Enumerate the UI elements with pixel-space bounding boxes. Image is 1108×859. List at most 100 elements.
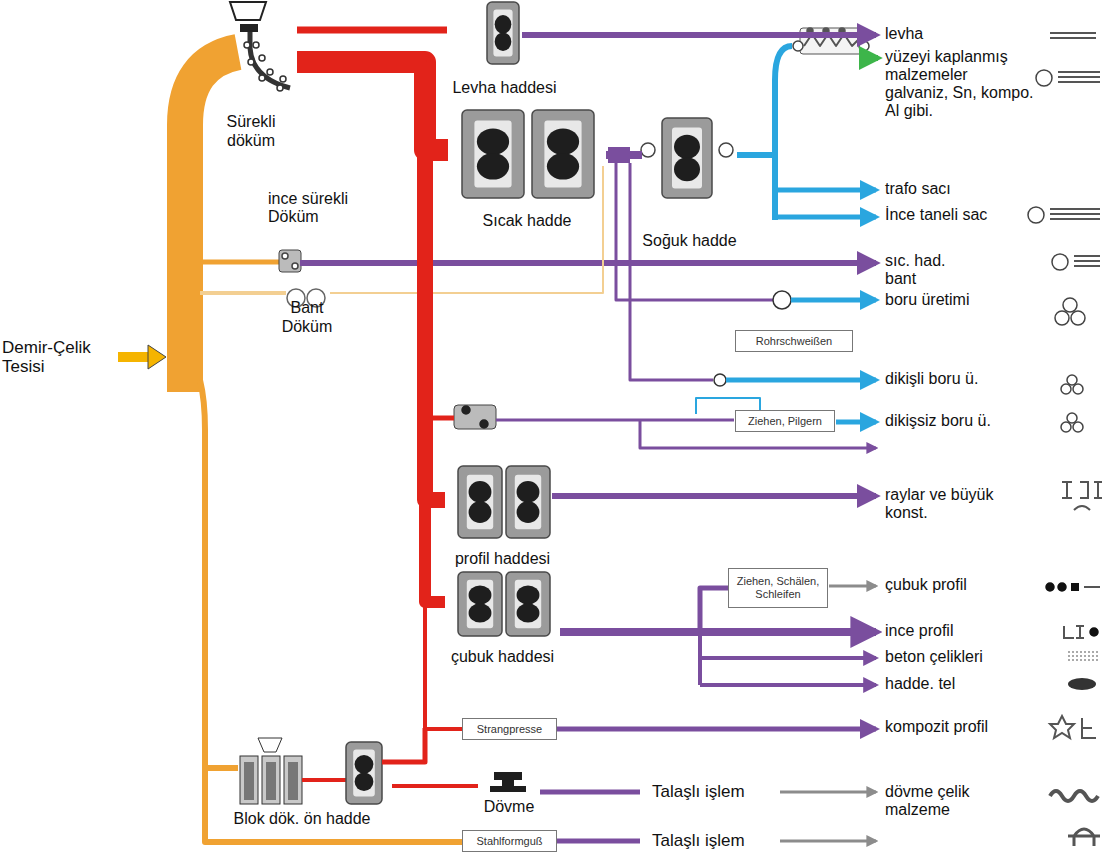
work-roll xyxy=(547,128,579,154)
mill-unit: Levha haddesi xyxy=(447,2,562,97)
stand-window xyxy=(467,475,493,530)
mill-unit: Sıcak hadde xyxy=(448,105,606,230)
rolling-stand xyxy=(662,118,712,198)
product-symbol xyxy=(1050,209,1100,219)
process-box: Rohrschweißen xyxy=(735,330,853,352)
ingot-mould xyxy=(262,756,280,804)
ingot xyxy=(266,762,276,800)
caster-unit: Blok dök. ön hadde xyxy=(212,732,392,828)
roll-symbol xyxy=(1046,583,1054,591)
stand-housing xyxy=(346,742,382,804)
stand-window xyxy=(515,580,541,629)
node-label: ince sürekli Döküm xyxy=(268,190,373,227)
roll-symbol xyxy=(1067,413,1077,423)
product-symbol xyxy=(1050,791,1098,801)
stand-housing xyxy=(506,572,550,636)
flow-line xyxy=(552,493,876,499)
work-roll xyxy=(469,603,492,622)
process-box: Ziehen, Pilgern xyxy=(735,410,835,432)
flow-connector xyxy=(297,27,447,34)
product-symbol xyxy=(1071,583,1079,591)
product-label: beton çelikleri xyxy=(885,648,1035,666)
roll-symbol xyxy=(1073,422,1083,432)
node-label: Blok dök. ön hadde xyxy=(234,810,371,828)
node-label: Strangpresse xyxy=(477,723,542,736)
product-label: kompozit profil xyxy=(885,718,1035,736)
roll-symbol xyxy=(641,143,655,157)
flow-line xyxy=(302,778,346,782)
work-roll xyxy=(517,585,540,604)
rolling-stand xyxy=(506,572,550,636)
rolling-stand xyxy=(506,466,550,538)
work-roll xyxy=(469,501,492,523)
roll-symbol xyxy=(253,42,259,48)
rolling-stand xyxy=(458,466,502,538)
caster-unit: ince sürekli Döküm xyxy=(268,190,373,272)
product-label: Talaşlı işlem xyxy=(652,831,772,850)
product-symbol xyxy=(1068,678,1096,690)
flow-line xyxy=(726,378,876,383)
flow-connector xyxy=(606,151,642,159)
rolling-stand xyxy=(532,110,594,198)
flow-line xyxy=(791,298,876,303)
stand-housing xyxy=(662,118,712,198)
flow-line xyxy=(780,840,876,843)
ingot-mould xyxy=(240,756,258,804)
stand-housing xyxy=(532,110,594,198)
roll-symbol xyxy=(1036,70,1052,86)
roll-symbol xyxy=(1071,311,1085,325)
roll-symbol xyxy=(719,143,733,157)
stand-housing xyxy=(458,466,502,538)
roll-symbol xyxy=(1061,422,1071,432)
product-label: hadde. tel xyxy=(885,675,1035,693)
flow-line xyxy=(557,727,876,732)
product-label: yüzeyi kaplanmış malzemeler galvaniz, Sn… xyxy=(885,48,1035,120)
flow-line xyxy=(700,656,876,660)
supply-band xyxy=(185,52,238,392)
pipe-former xyxy=(773,291,791,309)
roll-symbol xyxy=(292,263,298,269)
ingot-mould xyxy=(284,756,302,804)
node-label: çubuk haddesi xyxy=(451,648,554,666)
flow-line xyxy=(557,839,640,844)
product-label: dövme çelik malzeme xyxy=(885,783,997,819)
roll-symbol xyxy=(1058,583,1066,591)
product-label: dikişsiz boru ü. xyxy=(885,412,1035,430)
product-label: İnce taneli sac xyxy=(885,206,1035,224)
flow-line xyxy=(700,683,876,687)
ingot xyxy=(288,762,298,800)
stand-window xyxy=(493,9,512,56)
node-label: profil haddesi xyxy=(455,550,550,568)
roll-symbol xyxy=(248,59,254,65)
thin-caster xyxy=(279,250,301,272)
roll-symbol xyxy=(1061,384,1071,394)
flow-line xyxy=(780,791,876,794)
input-arrow xyxy=(118,352,150,362)
product-symbol xyxy=(1068,652,1098,660)
source-label: Demir-Çelik Tesisi xyxy=(2,338,114,376)
flow-line xyxy=(540,790,640,795)
stand-window xyxy=(474,121,511,188)
flow-line xyxy=(775,46,792,220)
node-label: Sürekli döküm xyxy=(205,113,297,150)
roll-symbol xyxy=(1067,375,1077,385)
node-label: Soğuk hadde xyxy=(642,232,736,250)
product-symbol xyxy=(1064,626,1084,638)
product-symbol xyxy=(1074,256,1100,266)
input-arrow-head xyxy=(148,345,166,369)
node-label: Levha haddesi xyxy=(452,79,556,97)
product-symbol xyxy=(1050,716,1096,738)
rolling-stand xyxy=(458,572,502,636)
roll-symbol xyxy=(1063,298,1077,312)
product-label: levha xyxy=(885,25,1035,43)
caster-unit: Bant Döküm xyxy=(268,284,346,336)
process-box: Ziehen, Schälen, Schleifen xyxy=(728,568,828,608)
work-roll xyxy=(355,772,374,791)
flow-line xyxy=(775,215,876,220)
roll-symbol xyxy=(859,41,869,51)
work-roll xyxy=(517,603,540,622)
product-label: ince profil xyxy=(885,622,1035,640)
stand-window xyxy=(515,475,541,530)
work-roll xyxy=(495,15,512,34)
stand-window xyxy=(467,580,493,629)
